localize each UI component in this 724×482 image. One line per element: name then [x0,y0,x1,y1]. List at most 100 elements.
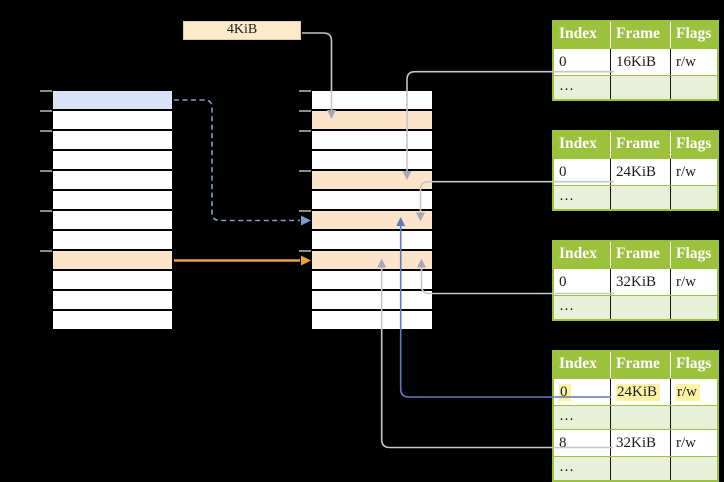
virtual-page-row-7 [53,231,172,249]
address-tick-physical-2 [299,130,311,132]
highlighted-entry-text: 24KiB [616,384,661,401]
page-table-cell: 32KiB [610,430,670,456]
highlighted-entry-text: r/w [676,384,700,401]
virtual-page-row-2 [53,131,172,149]
address-tick-physical-0 [299,90,311,92]
page-table-column-header: Flags [670,132,717,158]
page-table-column-header: Flags [670,242,717,268]
page-table-column-header: Index [559,135,597,152]
page-table-cell: 16KiB [610,49,670,75]
virtual-page-row-8 [53,251,172,269]
page-table-cell [670,186,717,209]
highlighted-entry-text: 0 [559,384,571,401]
page-table-column-header: Index [559,245,597,262]
page-table-3-row-0: 0 24KiB r/w [554,378,717,405]
physical-frame-row-1 [312,111,432,129]
page-table-column-header: Flags [670,22,717,48]
page-table-column-header: Frame [610,22,670,48]
physical-frame-row-4 [312,171,432,189]
page-table-3-row-3: … [554,456,717,480]
virtual-page-row-11 [53,311,172,329]
page-table-1-row-1: … [554,185,717,209]
page-table-cell: r/w [670,379,717,405]
address-tick-physical-6 [299,210,311,212]
page-table-cell [610,76,670,99]
virtual-page-row-4 [53,171,172,189]
physical-frame-row-3 [312,151,432,169]
address-tick-virtual-0 [40,90,52,92]
page-table-cell: … [559,408,575,424]
address-tick-physical-8 [299,250,311,252]
page-table-cell: r/w [670,430,717,456]
physical-frame-row-2 [312,131,432,149]
page-table-cell: 24KiB [610,379,670,405]
virtual-page-row-5 [53,191,172,209]
virtual-page-row-3 [53,151,172,169]
address-tick-virtual-2 [40,130,52,132]
address-tick-virtual-6 [40,210,52,212]
virtual-page-row-1 [53,111,172,129]
page-table-cell: r/w [670,269,717,295]
page-table-cell: 0 [559,54,567,70]
physical-memory-column [312,91,432,329]
page-table-column-header: Frame [610,132,670,158]
address-tick-virtual-8 [40,250,52,252]
virtual-page-row-6 [53,211,172,229]
physical-frame-row-10 [312,291,432,309]
page-table-cell: … [559,459,575,475]
page-table-3-row-1: … [554,405,717,429]
page-table-2-row-1: … [554,295,717,319]
page-table-cell: 0 [559,164,567,180]
page-table-cell [610,406,670,429]
page-table-cell: r/w [670,159,717,185]
virtual-page-row-9 [53,271,172,289]
physical-frame-row-0 [312,91,432,109]
arrowhead-right-virtual-orange [301,255,311,266]
address-tick-physical-4 [299,170,311,172]
virtual-memory-column [53,91,172,329]
arrowhead-right-virtual-blue [301,215,311,226]
page-table-cell [670,296,717,319]
frame-size-label: 4KiB [226,22,258,37]
page-table-cell [610,296,670,319]
page-table-cell [670,406,717,429]
page-table-0-row-1: … [554,75,717,99]
physical-frame-row-9 [312,271,432,289]
page-table-cell: 8 [559,435,567,451]
page-table-column-header: Frame [610,242,670,268]
physical-frame-row-11 [312,311,432,329]
physical-frame-row-5 [312,191,432,209]
page-table-cell: 0 [554,379,610,405]
page-table-cell: … [559,78,575,94]
virtual-page-row-0 [53,91,172,109]
address-tick-virtual-4 [40,170,52,172]
connector-virtual-blue-dashed [174,99,300,222]
page-table-cell [610,457,670,480]
page-table-cell: r/w [670,49,717,75]
page-table-cell [610,186,670,209]
page-table-cell: … [559,298,575,314]
page-table-cell: 0 [559,274,567,290]
page-table-cell: … [559,188,575,204]
address-tick-virtual-1 [40,110,52,112]
virtual-page-row-10 [53,291,172,309]
physical-frame-row-8 [312,251,432,269]
physical-frame-row-6 [312,211,432,229]
address-tick-physical-1 [299,110,311,112]
page-table-column-header: Flags [670,352,717,378]
page-table-cell [670,76,717,99]
page-table-column-header: Index [559,355,597,372]
